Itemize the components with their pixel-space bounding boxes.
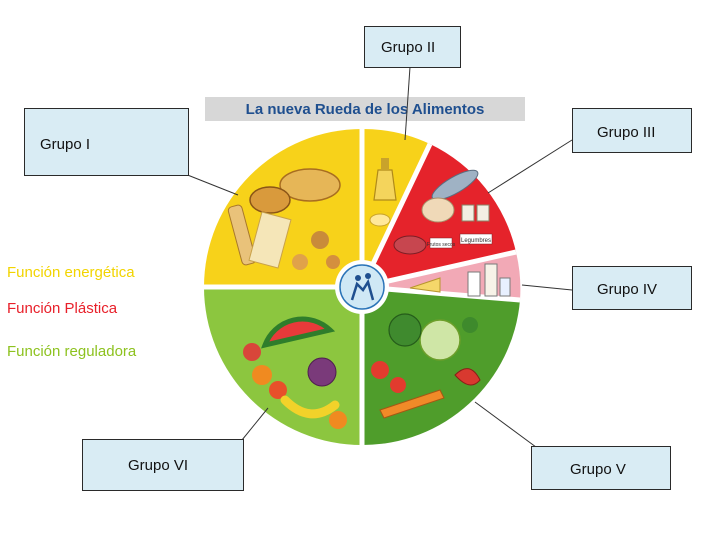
group-box-6: Grupo VI (82, 439, 244, 491)
legend-energetica: Función energética (7, 264, 135, 281)
group-box-3: Grupo III (572, 108, 692, 153)
food-meat-fish-icon: Frutos secos Legumbres (393, 169, 493, 255)
group-label-1: Grupo I (40, 136, 91, 153)
group-label-6: Grupo VI (128, 457, 189, 474)
food-fruits-icon (243, 316, 347, 429)
water-drop-icon (339, 264, 385, 310)
food-oil-icon (369, 158, 397, 227)
wheel-title: La nueva Rueda de los Alimentos (246, 101, 485, 118)
food-dairy-icon (409, 263, 511, 297)
group-label-4: Grupo IV (597, 281, 658, 298)
connector-lines (179, 66, 573, 451)
food-vegetables-icon (371, 313, 481, 419)
group-label-2: Grupo II (381, 39, 436, 56)
frutos-secos-label: Frutos secos (427, 242, 456, 248)
group-label-5: Grupo V (570, 461, 626, 478)
group-box-5: Grupo V (531, 446, 671, 490)
legumbres-label: Legumbres (461, 238, 491, 244)
legend-reguladora: Función reguladora (7, 343, 137, 360)
group-box-1: Grupo I (24, 108, 189, 176)
legend-plastica: Función Plástica (7, 300, 118, 317)
group-box-4: Grupo IV (572, 266, 692, 310)
food-bread-pasta-icon (227, 168, 341, 270)
wheel-title-bar (205, 97, 525, 121)
running-people-icon (350, 278, 375, 301)
group-box-2: Grupo II (364, 26, 461, 68)
group-label-3: Grupo III (597, 124, 656, 141)
